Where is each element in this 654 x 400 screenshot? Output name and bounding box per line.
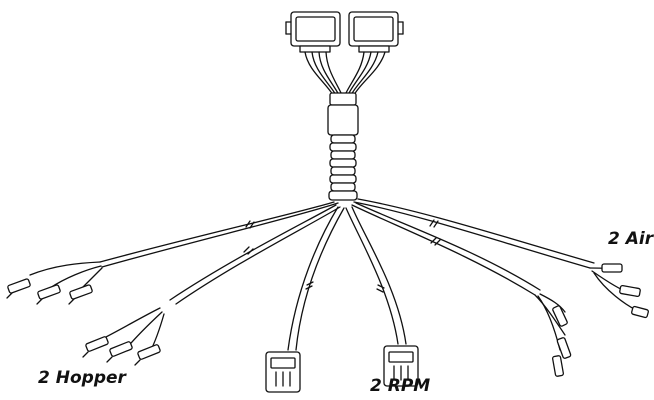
hopper-label: 2 Hopper [38,368,126,388]
hopper-plugs-lower [82,307,165,366]
top-wires [304,51,386,96]
air-label: 2 Air [608,229,654,249]
trunk-sleeve [327,92,359,201]
top-connector-right [348,11,404,53]
air-plugs-lower [534,293,572,377]
air-plugs-upper [589,263,649,319]
branch-air-upper [353,198,595,269]
branch-rpm-left [287,206,345,351]
top-connector-left [285,11,341,53]
branch-air-lower [351,202,541,296]
branch-hopper-upper [99,201,339,268]
branch-hopper-lower [169,204,341,305]
rpm-label: 2 RPM [370,376,431,396]
hopper-plugs-upper [6,261,103,305]
branch-rpm-right [345,206,407,345]
rpm-connector-right [383,345,419,387]
rpm-connector-left [265,351,301,393]
